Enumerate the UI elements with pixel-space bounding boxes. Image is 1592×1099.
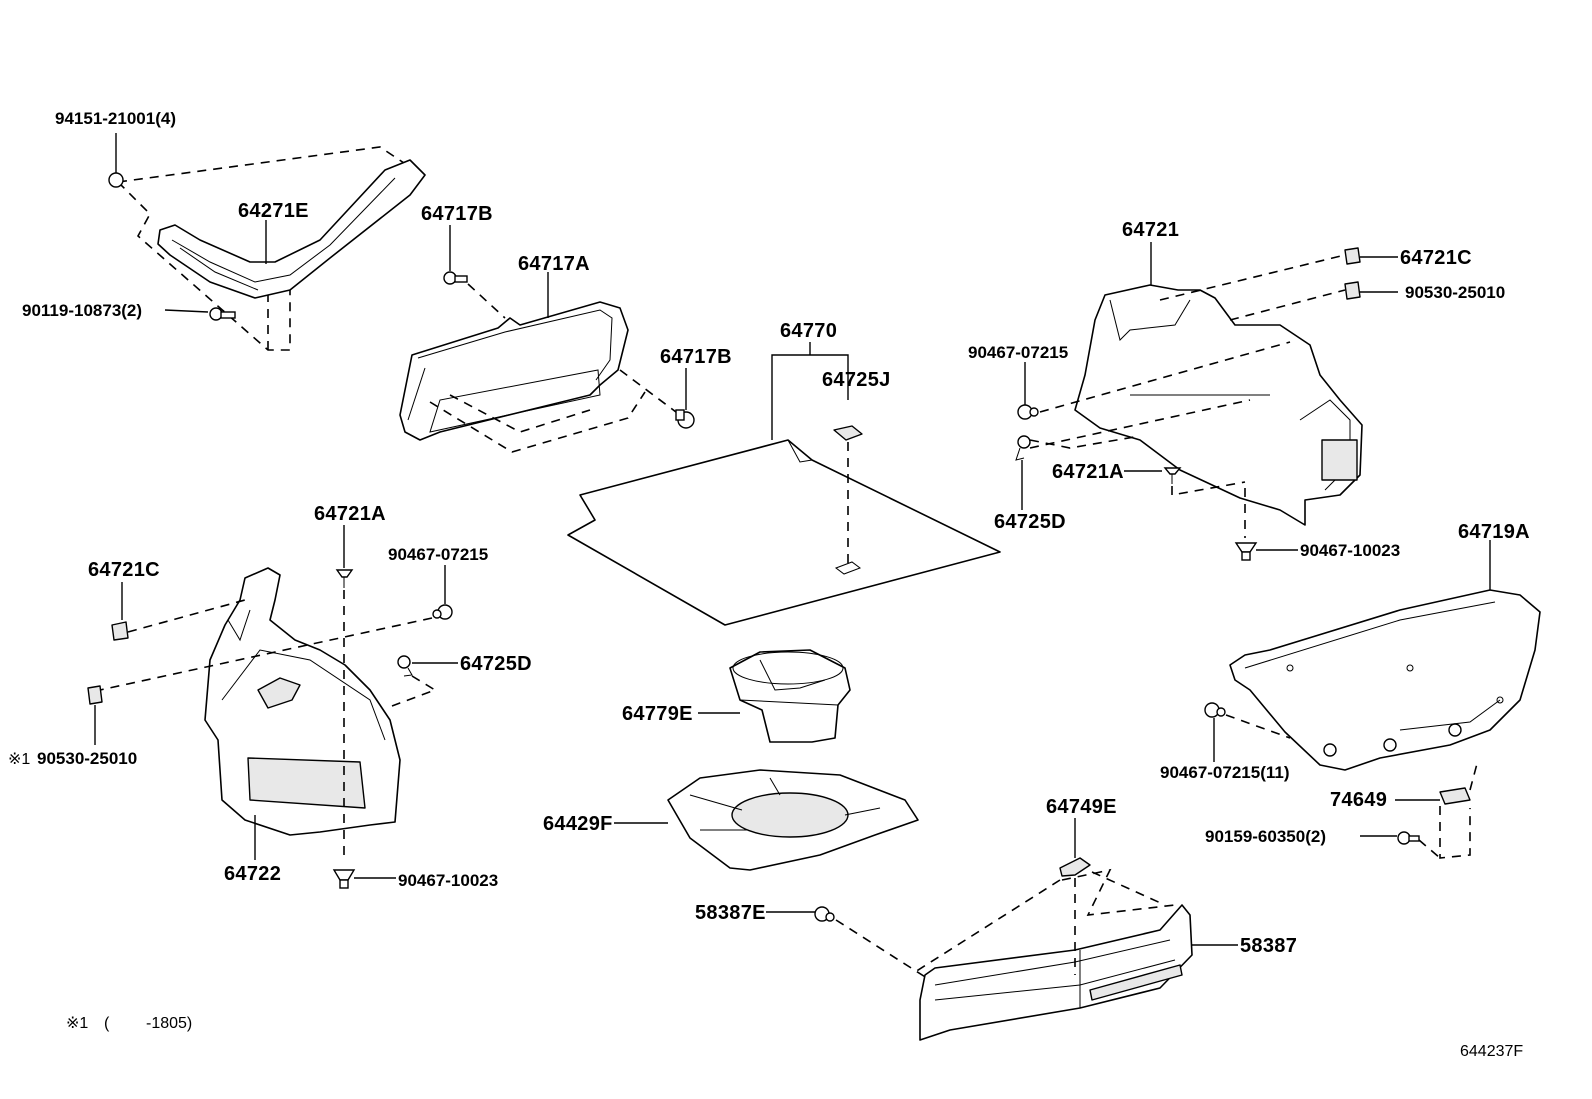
- label-64725J: 64725J: [822, 369, 891, 391]
- screw-64721A-right: [1163, 467, 1182, 484]
- label-64721A-left: 64721A: [314, 503, 386, 525]
- part-64717A-group: 64717B 64717A 64717B: [399, 203, 732, 453]
- label-90467-10023-left: 90467-10023: [398, 871, 498, 890]
- label-64721A-right: 64721A: [1052, 461, 1124, 483]
- tape-90530-25010-right: [1344, 281, 1361, 300]
- label-64779E: 64779E: [622, 703, 693, 725]
- label-90467-10023-right: 90467-10023: [1300, 541, 1400, 560]
- label-64717B-right: 64717B: [660, 346, 732, 368]
- spacer-64779E: [729, 649, 851, 743]
- footnote-marker: ※1: [66, 1015, 88, 1032]
- clip-94151-21001: [108, 172, 124, 188]
- cover-74649: [1439, 787, 1471, 805]
- label-64717A: 64717A: [518, 253, 590, 275]
- label-64749E: 64749E: [1046, 796, 1117, 818]
- label-64725D-left: 64725D: [460, 653, 532, 675]
- label-74649: 74649: [1330, 789, 1387, 811]
- clip-90467-10023-left: [332, 869, 356, 889]
- part-64719A-group: 64719A 90467-07215(11) 74649 90159-60350…: [1160, 521, 1541, 859]
- label-64721C-right: 64721C: [1400, 247, 1472, 269]
- panel-64719A: [1229, 589, 1541, 771]
- label-90467-07215-left: 90467-07215: [388, 545, 488, 564]
- label-64271E: 64271E: [238, 200, 309, 222]
- label-64770: 64770: [780, 320, 837, 342]
- label-64719A: 64719A: [1458, 521, 1530, 543]
- part-64721-group: 64721 64721C 90530-25010 90467-07215 647…: [968, 219, 1505, 561]
- part-64779E-group: 64779E: [622, 649, 851, 743]
- label-58387: 58387: [1240, 935, 1297, 957]
- label-64722: 64722: [224, 863, 281, 885]
- label-64429F: 64429F: [543, 813, 613, 835]
- screw-90159-60350: [1397, 831, 1420, 845]
- label-90530-25010-left: 90530-25010: [37, 749, 137, 768]
- tape-90530-25010-left: [87, 685, 103, 705]
- trim-64721: [1074, 284, 1363, 526]
- footnote-range-value: -1805): [146, 1015, 192, 1032]
- clip-64717B-right: [675, 409, 695, 429]
- label-64725D-right: 64725D: [994, 511, 1066, 533]
- diagram-id: 644237F: [1460, 1043, 1523, 1060]
- clip-64717B-top: [443, 271, 468, 285]
- part-64429F-group: 64429F: [543, 769, 919, 871]
- label-90467-07215-right: 90467-07215: [968, 343, 1068, 362]
- tape-64721C-right: [1344, 247, 1361, 265]
- clip-58387E: [814, 906, 835, 922]
- label-64721: 64721: [1122, 219, 1179, 241]
- clip-64749E: [1059, 857, 1091, 877]
- footnote-range-open: (: [104, 1015, 110, 1032]
- clip-90467-07215-11: [1204, 702, 1226, 718]
- screw-64721A-left: [335, 569, 354, 588]
- tape-64721C-left: [111, 621, 129, 641]
- label-58387E: 58387E: [695, 902, 766, 924]
- label-94151-21001: 94151-21001(4): [55, 109, 176, 128]
- label-64717B-top: 64717B: [421, 203, 493, 225]
- panel-64717A: [399, 301, 629, 441]
- label-90467-07215-11: 90467-07215(11): [1160, 763, 1290, 782]
- clip-90467-10023-right: [1234, 542, 1258, 561]
- mat-64770: [567, 439, 1001, 626]
- label-90530-25010-right: 90530-25010: [1405, 283, 1505, 302]
- part-58387-group: 58387 64749E 58387E: [695, 796, 1297, 1041]
- label-90119-10873: 90119-10873(2): [22, 301, 142, 320]
- label-64721C-left: 64721C: [88, 559, 160, 581]
- part-64722-group: 64722 64721A 90467-07215 64721C 64725D ※…: [8, 503, 532, 890]
- rail-64271E: [157, 159, 426, 299]
- clip-90467-07215-left: [432, 604, 453, 620]
- part-64770-group: 64770 64725J: [567, 320, 1001, 626]
- part-64271E-group: 94151-21001(4) 64271E 90119-10873(2): [22, 109, 426, 351]
- clip-64725D-left: [397, 655, 413, 677]
- clip-90467-07215-right: [1017, 404, 1039, 420]
- label-90159-60350: 90159-60350(2): [1205, 827, 1326, 846]
- clip-64725D-right: [1015, 435, 1031, 461]
- clip-64725J: [833, 425, 863, 441]
- footnote-marker-left: ※1: [8, 751, 30, 768]
- bolt-90119-10873: [209, 307, 236, 321]
